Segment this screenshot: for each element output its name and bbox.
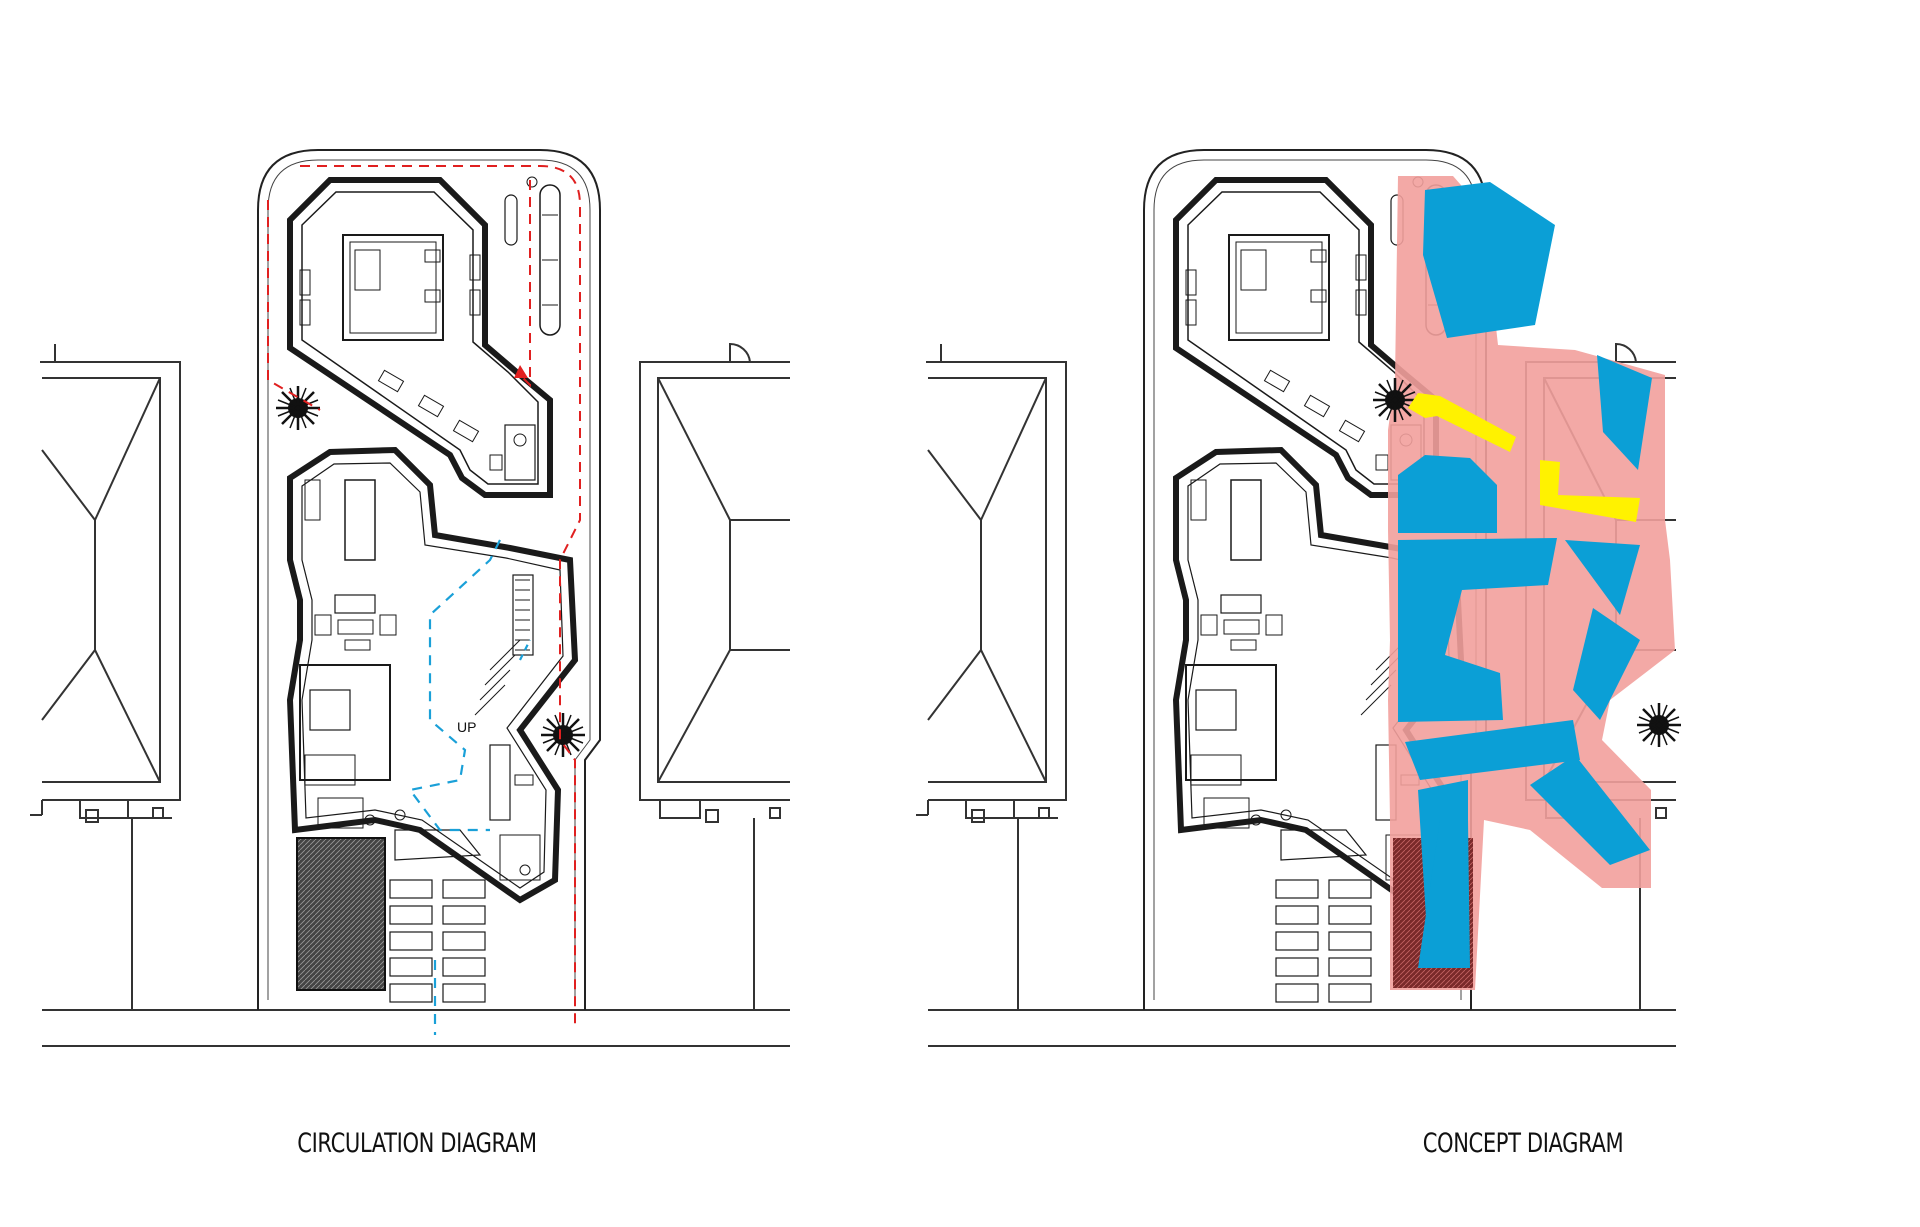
- concept-blocks: [1398, 182, 1652, 968]
- indoor-circulation-path: [408, 539, 501, 1035]
- circulation-diagram-caption: CIRCULATION DIAGRAM: [297, 1128, 537, 1159]
- concept-block: [1530, 755, 1650, 865]
- palm-tree-icon: [539, 711, 587, 759]
- circulation-terrace-hatch: [296, 837, 386, 991]
- circulation-diagram: UP: [30, 150, 790, 1046]
- stair-circulation-path: [519, 639, 531, 661]
- palm-tree-icon: [274, 384, 322, 432]
- concept-block: [1565, 540, 1640, 615]
- concept-block: [1418, 820, 1470, 968]
- outdoor-circulation-path: [267, 165, 581, 1030]
- concept-path-segment: [1408, 393, 1516, 452]
- concept-block: [1573, 608, 1640, 720]
- concept-block: [1398, 538, 1557, 722]
- concept-block: [1423, 182, 1555, 338]
- palm-tree-icon: [1635, 701, 1683, 749]
- concept-block: [1398, 455, 1497, 533]
- concept-yellow-path: [1408, 393, 1640, 522]
- concept-block: [1405, 720, 1580, 780]
- concept-block: [1597, 355, 1652, 470]
- concept-path-segment: [1540, 460, 1640, 522]
- outdoor-circulation-branch: [519, 180, 531, 388]
- concept-diagram: [916, 150, 1683, 1046]
- circulation-site-plan: [30, 150, 790, 1046]
- stair-up-label: UP: [457, 719, 476, 735]
- concept-diagram-caption: CONCEPT DIAGRAM: [1422, 1128, 1624, 1159]
- arrow-icon: [514, 365, 528, 378]
- palm-tree-icon: [1371, 376, 1419, 424]
